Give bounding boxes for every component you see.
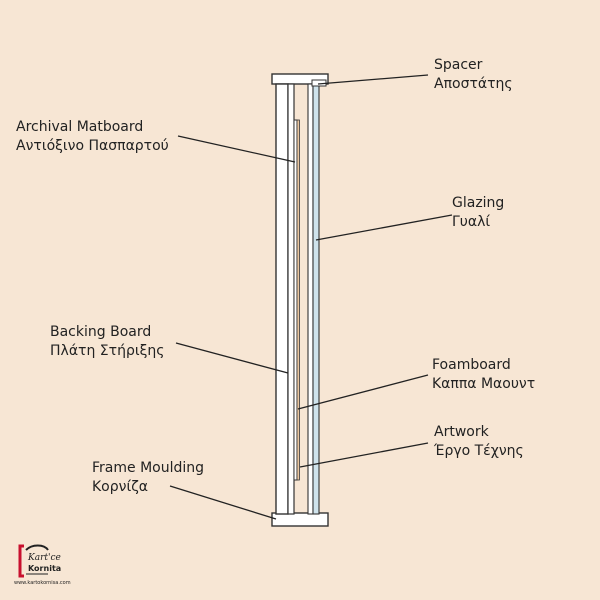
archival-matboard <box>296 119 300 481</box>
leader-foamboard <box>297 374 429 410</box>
label-glazing: Glazing Γυαλί <box>452 194 504 232</box>
label-foamboard-el: Καππα Μαουντ <box>432 376 536 392</box>
frame-moulding-side <box>275 83 289 515</box>
spacer <box>307 83 314 515</box>
label-glazing-en: Glazing <box>452 195 505 211</box>
label-moulding-el: Κορνίζα <box>92 479 149 495</box>
backing-board <box>287 83 295 515</box>
label-artwork: Artwork Έργο Τέχνης <box>434 423 524 461</box>
label-artwork-en: Artwork <box>434 424 489 440</box>
svg-text:Kart'ce: Kart'ce <box>27 553 61 563</box>
label-spacer-en: Spacer <box>434 57 483 73</box>
svg-text:Kornita: Kornita <box>28 564 61 573</box>
label-backing: Backing Board Πλάτη Στήριξης <box>50 323 164 361</box>
brand-logo: Kart'ce Kornita www.kartokornisa.com <box>14 542 74 592</box>
label-matboard: Archival Matboard Αντιόξινο Πασπαρτού <box>16 118 169 156</box>
foamboard <box>293 119 298 481</box>
label-matboard-en: Archival Matboard <box>16 119 144 135</box>
label-foamboard: Foamboard Καππα Μαουντ <box>432 356 535 394</box>
leader-spacer <box>317 74 429 85</box>
brand-logo-mark: Kart'ce Kornita <box>18 544 61 578</box>
frame-moulding-top <box>271 73 329 85</box>
label-foamboard-en: Foamboard <box>432 357 511 373</box>
leader-glazing <box>315 214 453 241</box>
label-spacer: Spacer Αποστάτης <box>434 56 513 94</box>
label-moulding-en: Frame Moulding <box>92 460 205 476</box>
label-backing-en: Backing Board <box>50 324 152 340</box>
label-moulding: Frame Moulding Κορνίζα <box>92 459 204 497</box>
label-spacer-el: Αποστάτης <box>434 76 513 92</box>
label-artwork-el: Έργο Τέχνης <box>434 443 524 459</box>
label-matboard-el: Αντιόξινο Πασπαρτού <box>16 138 169 154</box>
brand-url: www.kartokornisa.com <box>14 580 71 586</box>
label-backing-el: Πλάτη Στήριξης <box>50 343 165 359</box>
frame-moulding-bottom <box>271 512 329 527</box>
leader-moulding <box>169 485 277 520</box>
label-glazing-el: Γυαλί <box>452 214 491 230</box>
leader-backing <box>175 342 289 374</box>
leader-matboard <box>177 135 296 163</box>
leader-artwork <box>299 442 429 468</box>
glazing <box>312 83 320 515</box>
